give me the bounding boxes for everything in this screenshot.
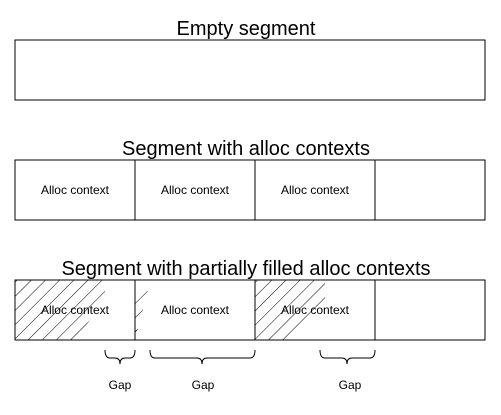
alloc-context-label: Alloc context — [161, 303, 230, 317]
gap-label: Gap — [192, 378, 215, 392]
empty-segment-title: Empty segment — [177, 18, 316, 40]
alloc-context-label: Alloc context — [281, 183, 350, 197]
empty-segment-box — [14, 39, 486, 101]
gap-brace — [104, 349, 136, 365]
filled-region-hatch — [135, 307, 147, 335]
gap-brace — [149, 349, 256, 365]
segment-contexts-outline — [14, 159, 486, 221]
gap-label: Gap — [339, 378, 362, 392]
alloc-context-label: Alloc context — [41, 303, 110, 317]
alloc-context-label: Alloc context — [281, 303, 350, 317]
gap-label: Gap — [109, 378, 132, 392]
segment-partial-box: Alloc context Alloc context Alloc contex… — [14, 279, 486, 341]
segment-contexts-box: Alloc context Alloc context Alloc contex… — [14, 159, 486, 221]
gap-brace — [319, 349, 376, 365]
alloc-context-label: Alloc context — [161, 183, 230, 197]
alloc-context-label: Alloc context — [41, 183, 110, 197]
segment-partial-title: Segment with partially filled alloc cont… — [61, 258, 430, 280]
filled-region-hatch — [255, 280, 325, 340]
filled-region-hatch — [15, 280, 105, 340]
segment-contexts-title: Segment with alloc contexts — [122, 138, 370, 160]
